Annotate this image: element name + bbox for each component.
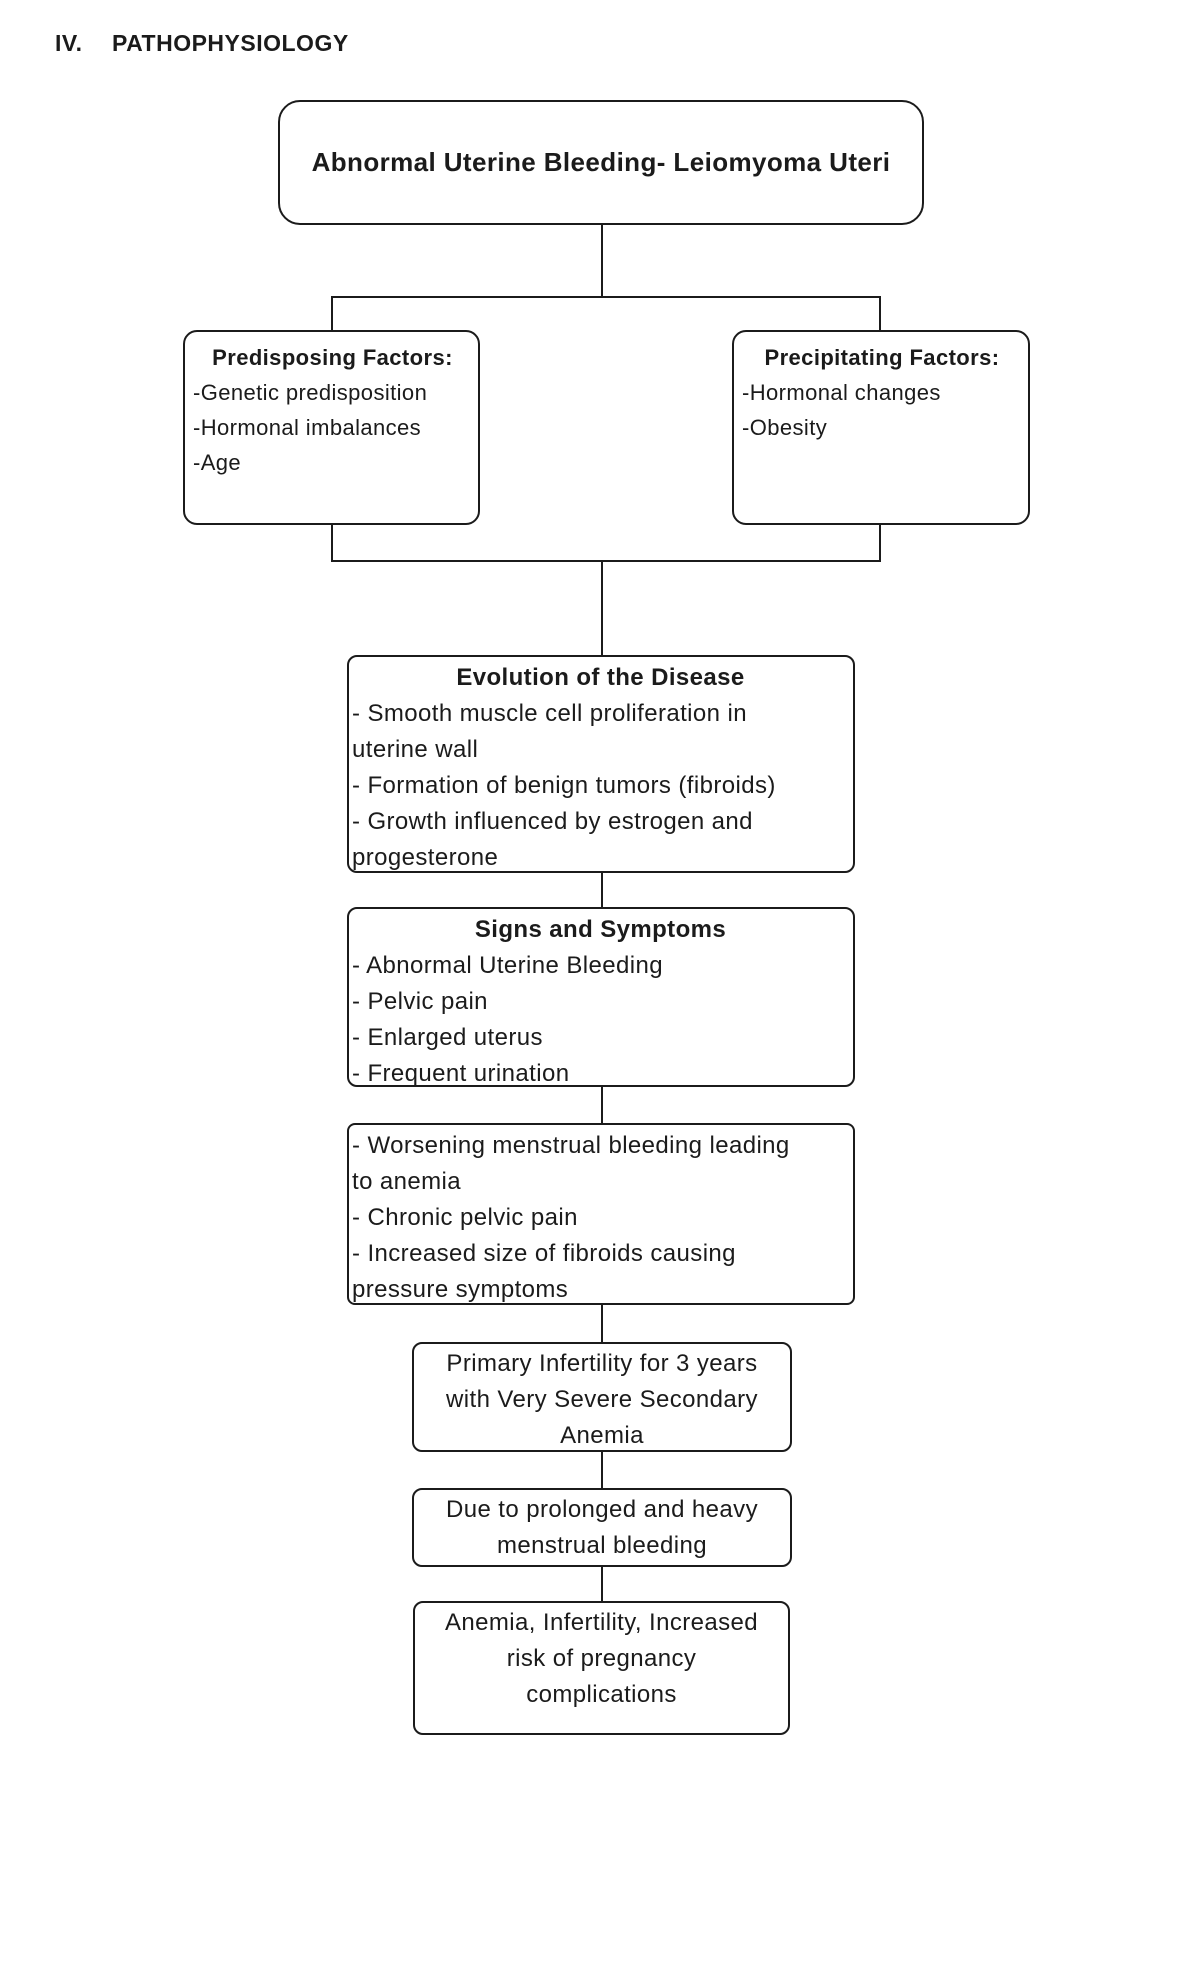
connector-signs-worsening	[601, 1087, 603, 1123]
worsening-line: pressure symptoms	[352, 1276, 569, 1303]
connector-worsening-infertility	[601, 1305, 603, 1342]
node-abnormal-uterine-bleeding: Abnormal Uterine Bleeding- Leiomyoma Ute…	[278, 100, 924, 225]
connector-root-down	[601, 225, 603, 297]
complications-line: complications	[526, 1681, 677, 1708]
connector-evolution-signs	[601, 873, 603, 907]
connector-cause-complications	[601, 1567, 603, 1601]
signs-line: - Frequent urination	[352, 1060, 570, 1087]
signs-line: - Pelvic pain	[352, 988, 488, 1015]
evolution-title: Evolution of the Disease	[456, 664, 745, 691]
connector-precipitating-down	[879, 525, 881, 562]
worsening-line: - Chronic pelvic pain	[352, 1204, 578, 1231]
node-worsening-symptoms: - Worsening menstrual bleeding leading t…	[347, 1123, 855, 1305]
connector-to-predisposing	[331, 296, 333, 330]
node-cause: Due to prolonged and heavy menstrual ble…	[412, 1488, 792, 1567]
signs-line: - Enlarged uterus	[352, 1024, 543, 1051]
predisposing-item: -Genetic predisposition	[193, 380, 428, 405]
cause-line: menstrual bleeding	[497, 1532, 707, 1559]
signs-line: - Abnormal Uterine Bleeding	[352, 952, 663, 979]
complications-line: Anemia, Infertility, Increased	[444, 1609, 759, 1636]
node-primary-infertility: Primary Infertility for 3 years with Ver…	[412, 1342, 792, 1452]
section-number: IV.	[55, 30, 83, 56]
worsening-line: to anemia	[352, 1168, 461, 1195]
worsening-line: - Increased size of fibroids causing	[352, 1240, 736, 1267]
cause-line: Due to prolonged and heavy	[446, 1496, 758, 1523]
node-signs-symptoms: Signs and Symptoms - Abnormal Uterine Bl…	[347, 907, 855, 1087]
evolution-line: - Growth influenced by estrogen and	[352, 808, 753, 835]
evolution-line: - Formation of benign tumors (fibroids)	[352, 772, 776, 799]
connector-infertility-cause	[601, 1452, 603, 1488]
infertility-line: Anemia	[560, 1422, 644, 1449]
connector-top-horizontal	[331, 296, 881, 298]
node-predisposing-factors: Predisposing Factors: -Genetic predispos…	[183, 330, 480, 525]
connector-merge-horizontal	[331, 560, 881, 562]
precipitating-item: -Obesity	[742, 415, 828, 440]
node-complications: Anemia, Infertility, Increased risk of p…	[413, 1601, 790, 1735]
node-precipitating-factors: Precipitating Factors: -Hormonal changes…	[732, 330, 1030, 525]
signs-title: Signs and Symptoms	[474, 916, 727, 943]
predisposing-item: -Age	[193, 450, 242, 475]
worsening-line: - Worsening menstrual bleeding leading	[352, 1132, 790, 1159]
section-title: PATHOPHYSIOLOGY	[112, 30, 349, 56]
complications-line: risk of pregnancy	[506, 1645, 697, 1672]
precipitating-item: -Hormonal changes	[742, 380, 941, 405]
evolution-line: progesterone	[352, 844, 499, 871]
node-abnormal-uterine-bleeding-label: Abnormal Uterine Bleeding- Leiomyoma Ute…	[311, 147, 891, 177]
evolution-line: uterine wall	[352, 736, 479, 763]
predisposing-item: -Hormonal imbalances	[193, 415, 422, 440]
predisposing-title: Predisposing Factors:	[212, 345, 453, 370]
evolution-line: - Smooth muscle cell proliferation in	[352, 700, 747, 727]
infertility-line: with Very Severe Secondary	[446, 1386, 758, 1413]
connector-predisposing-down	[331, 525, 333, 562]
infertility-line: Primary Infertility for 3 years	[446, 1350, 758, 1377]
connector-to-evolution	[601, 562, 603, 655]
node-evolution-of-disease: Evolution of the Disease - Smooth muscle…	[347, 655, 855, 873]
connector-to-precipitating	[879, 296, 881, 330]
precipitating-title: Precipitating Factors:	[764, 345, 1000, 370]
